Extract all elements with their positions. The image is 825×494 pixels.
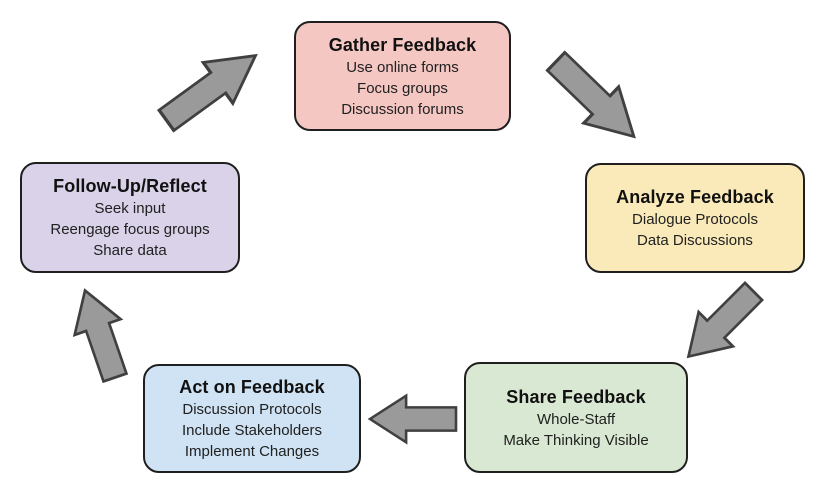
node-title: Act on Feedback xyxy=(179,377,325,397)
node-follow-up-reflect: Follow-Up/Reflect Seek input Reengage fo… xyxy=(20,162,240,273)
node-detail: Dialogue Protocols xyxy=(632,211,758,228)
node-detail: Share data xyxy=(93,242,167,259)
node-gather-feedback: Gather Feedback Use online forms Focus g… xyxy=(294,21,511,131)
node-detail: Reengage focus groups xyxy=(50,221,210,238)
arrow-follow-to-gather-icon xyxy=(156,53,258,133)
node-title: Analyze Feedback xyxy=(616,187,774,207)
arrow-share-to-act-icon xyxy=(367,393,458,445)
node-share-feedback: Share Feedback Whole-Staff Make Thinking… xyxy=(464,362,688,473)
node-detail: Discussion Protocols xyxy=(182,401,322,418)
arrow-analyze-to-share-icon xyxy=(686,280,765,359)
node-detail: Whole-Staff xyxy=(536,410,616,428)
node-detail: Use online forms xyxy=(346,58,459,76)
node-detail: Include Stakeholders xyxy=(181,422,323,439)
node-analyze-feedback: Analyze Feedback Dialogue Protocols Data… xyxy=(585,163,805,273)
arrow-gather-to-analyze-icon xyxy=(545,50,636,139)
node-detail: Focus groups xyxy=(357,79,448,97)
node-detail: Discussion forums xyxy=(341,100,464,118)
node-title: Share Feedback xyxy=(506,386,646,407)
node-title: Follow-Up/Reflect xyxy=(53,176,207,196)
node-detail: Implement Changes xyxy=(184,443,320,460)
node-act-on-feedback: Act on Feedback Discussion Protocols Inc… xyxy=(143,364,361,473)
arrow-act-to-follow-icon xyxy=(72,288,129,384)
node-title: Gather Feedback xyxy=(328,34,477,55)
node-detail: Make Thinking Visible xyxy=(503,431,649,449)
node-detail: Data Discussions xyxy=(637,232,753,249)
node-detail: Seek input xyxy=(94,200,166,217)
